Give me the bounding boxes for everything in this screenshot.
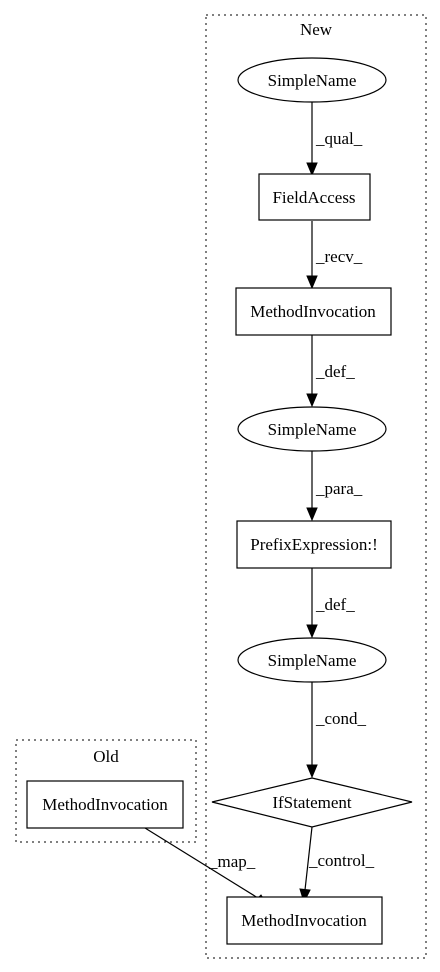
svg-text:MethodInvocation: MethodInvocation — [241, 911, 367, 930]
node-simplename-1[interactable]: SimpleName — [237, 57, 387, 103]
edge-control: _control_ — [299, 826, 375, 904]
node-ifstatement[interactable]: IfStatement — [211, 777, 413, 828]
edge-label-qual: _qual_ — [315, 129, 363, 148]
arrowhead-icon — [306, 162, 318, 177]
cluster-old: Old — [15, 739, 197, 843]
edge-label-cond: _cond_ — [315, 709, 367, 728]
cluster-new-label: New — [300, 20, 333, 39]
edge-label-recv: _recv_ — [315, 247, 363, 266]
cluster-new: New — [205, 14, 427, 959]
svg-text:MethodInvocation: MethodInvocation — [250, 302, 376, 321]
svg-text:FieldAccess: FieldAccess — [272, 188, 355, 207]
edge-def-1: _def_ — [306, 335, 355, 408]
node-simplename-2[interactable]: SimpleName — [237, 406, 387, 452]
svg-text:SimpleName: SimpleName — [268, 651, 357, 670]
svg-text:MethodInvocation: MethodInvocation — [42, 795, 168, 814]
arrowhead-icon — [306, 764, 318, 779]
cluster-old-label: Old — [93, 747, 119, 766]
node-simplename-3[interactable]: SimpleName — [237, 637, 387, 683]
edge-label-control: _control_ — [308, 851, 375, 870]
arrowhead-icon — [306, 507, 318, 522]
arrowhead-icon — [306, 275, 318, 290]
edge-qual: _qual_ — [306, 102, 363, 177]
svg-text:PrefixExpression:!: PrefixExpression:! — [250, 535, 377, 554]
edge-def-2: _def_ — [306, 568, 355, 639]
edge-label-def-2: _def_ — [315, 595, 355, 614]
svg-text:SimpleName: SimpleName — [268, 420, 357, 439]
edge-recv: _recv_ — [306, 221, 363, 290]
edge-cond: _cond_ — [306, 682, 367, 779]
edge-para: _para_ — [306, 451, 363, 522]
arrowhead-icon — [306, 624, 318, 639]
node-fieldaccess[interactable]: FieldAccess — [258, 173, 371, 221]
cluster-old-border — [15, 739, 197, 843]
edge-label-map: _map_ — [208, 852, 256, 871]
edge-label-def-1: _def_ — [315, 362, 355, 381]
cluster-new-border — [205, 14, 427, 959]
svg-text:IfStatement: IfStatement — [272, 793, 352, 812]
arrowhead-icon — [299, 888, 311, 904]
node-methodinvocation-target[interactable]: MethodInvocation — [226, 896, 383, 945]
svg-text:SimpleName: SimpleName — [268, 71, 357, 90]
edge-label-para: _para_ — [315, 479, 363, 498]
node-prefixexpression[interactable]: PrefixExpression:! — [236, 520, 392, 569]
arrowhead-icon — [306, 393, 318, 408]
node-methodinvocation-new[interactable]: MethodInvocation — [235, 287, 392, 336]
node-methodinvocation-old[interactable]: MethodInvocation — [26, 780, 184, 829]
